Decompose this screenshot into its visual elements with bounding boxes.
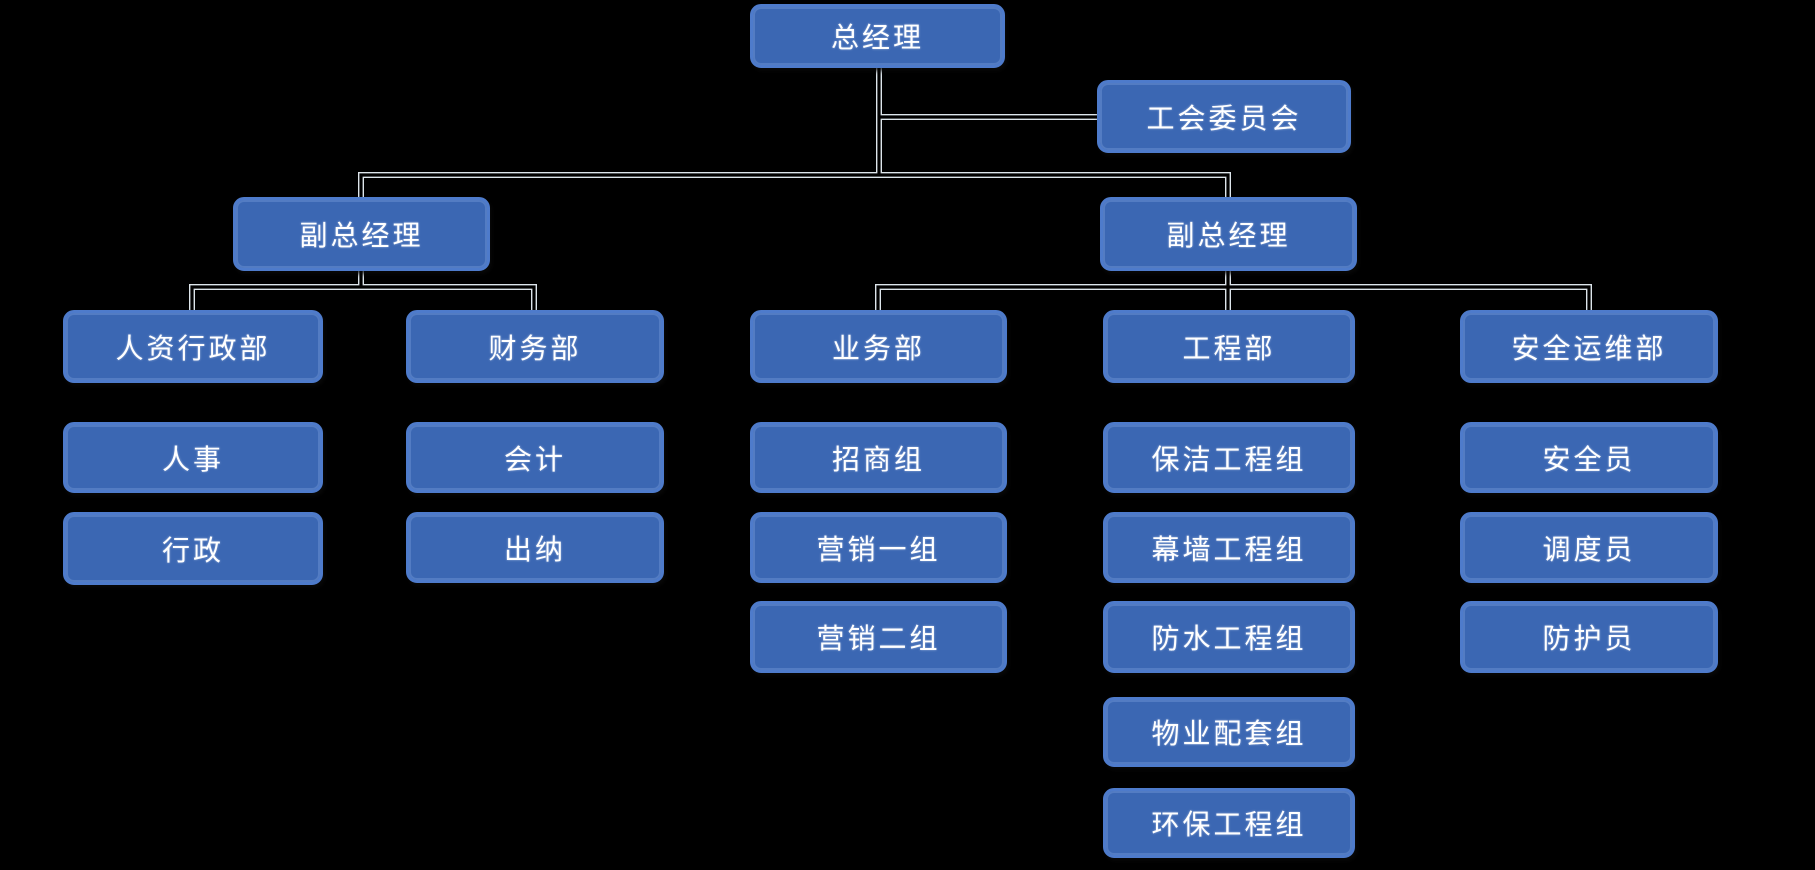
org-node-marketing-group-2[interactable]: 营销二组: [750, 601, 1007, 673]
connector-bus-left-depts-outline: [189, 284, 537, 310]
org-node-label: 副总经理: [299, 220, 424, 251]
org-node-label: 业务部: [831, 332, 925, 364]
org-node-label: 会计: [503, 443, 566, 475]
connector-layer-core: [190, 68, 1591, 310]
org-node-finance-dept[interactable]: 财务部: [406, 310, 664, 383]
org-node-waterproof-eng-group[interactable]: 防水工程组: [1103, 601, 1355, 673]
org-node-label: 招商组: [831, 443, 925, 475]
org-node-label: 行政: [161, 534, 224, 566]
org-node-label: 物业配套组: [1151, 718, 1307, 749]
org-node-deputy-gm-right[interactable]: 副总经理: [1100, 197, 1357, 271]
org-node-property-support-group[interactable]: 物业配套组: [1103, 697, 1355, 767]
org-node-label: 防水工程组: [1151, 623, 1307, 654]
org-node-label: 副总经理: [1166, 220, 1291, 251]
org-node-deputy-gm-left[interactable]: 副总经理: [233, 197, 490, 271]
org-node-label: 营销二组: [816, 623, 941, 654]
org-node-administration[interactable]: 行政: [63, 512, 323, 585]
org-node-protection-officer[interactable]: 防护员: [1460, 601, 1718, 673]
org-node-label: 环保工程组: [1151, 809, 1307, 840]
org-node-curtainwall-eng-group[interactable]: 幕墙工程组: [1103, 512, 1355, 583]
connector-bus-deputies-outline: [358, 172, 1231, 198]
org-node-cleaning-eng-group[interactable]: 保洁工程组: [1103, 422, 1355, 493]
org-node-label: 人资行政部: [115, 332, 271, 364]
org-node-label: 幕墙工程组: [1151, 533, 1307, 565]
org-node-general-manager[interactable]: 总经理: [750, 4, 1005, 68]
org-node-engineering-dept[interactable]: 工程部: [1103, 310, 1355, 383]
org-node-dispatcher[interactable]: 调度员: [1460, 512, 1718, 583]
org-node-label: 安全运维部: [1511, 332, 1667, 364]
org-node-label: 人事: [161, 443, 224, 475]
org-node-safety-ops-dept[interactable]: 安全运维部: [1460, 310, 1718, 383]
org-node-label: 营销一组: [816, 533, 941, 565]
connector-bus-right-depts-outline: [875, 284, 1592, 310]
connector-bus-deputies-core: [359, 173, 1230, 198]
org-node-hr-admin-dept[interactable]: 人资行政部: [63, 310, 323, 383]
org-node-business-dept[interactable]: 业务部: [750, 310, 1007, 383]
org-node-label: 出纳: [503, 533, 566, 565]
org-node-union-committee[interactable]: 工会委员会: [1097, 80, 1351, 153]
org-node-personnel[interactable]: 人事: [63, 422, 323, 493]
org-node-marketing-group-1[interactable]: 营销一组: [750, 512, 1007, 583]
connector-layer-outline: [189, 68, 1592, 310]
org-node-label: 安全员: [1542, 443, 1636, 475]
org-node-label: 财务部: [488, 332, 582, 364]
org-node-accounting[interactable]: 会计: [406, 422, 664, 493]
org-node-label: 总经理: [830, 22, 924, 53]
org-node-label: 工程部: [1182, 332, 1276, 364]
org-node-cashier[interactable]: 出纳: [406, 512, 664, 583]
org-node-label: 工会委员会: [1146, 102, 1302, 134]
connector-bus-right-depts-core: [876, 285, 1591, 310]
org-node-safety-officer[interactable]: 安全员: [1460, 422, 1718, 493]
org-node-label: 防护员: [1542, 623, 1636, 654]
connector-bus-left-depts-core: [190, 285, 536, 310]
org-node-label: 保洁工程组: [1151, 443, 1307, 475]
org-node-enviro-eng-group[interactable]: 环保工程组: [1103, 788, 1355, 858]
org-node-investment-group[interactable]: 招商组: [750, 422, 1007, 493]
org-node-label: 调度员: [1542, 533, 1636, 565]
